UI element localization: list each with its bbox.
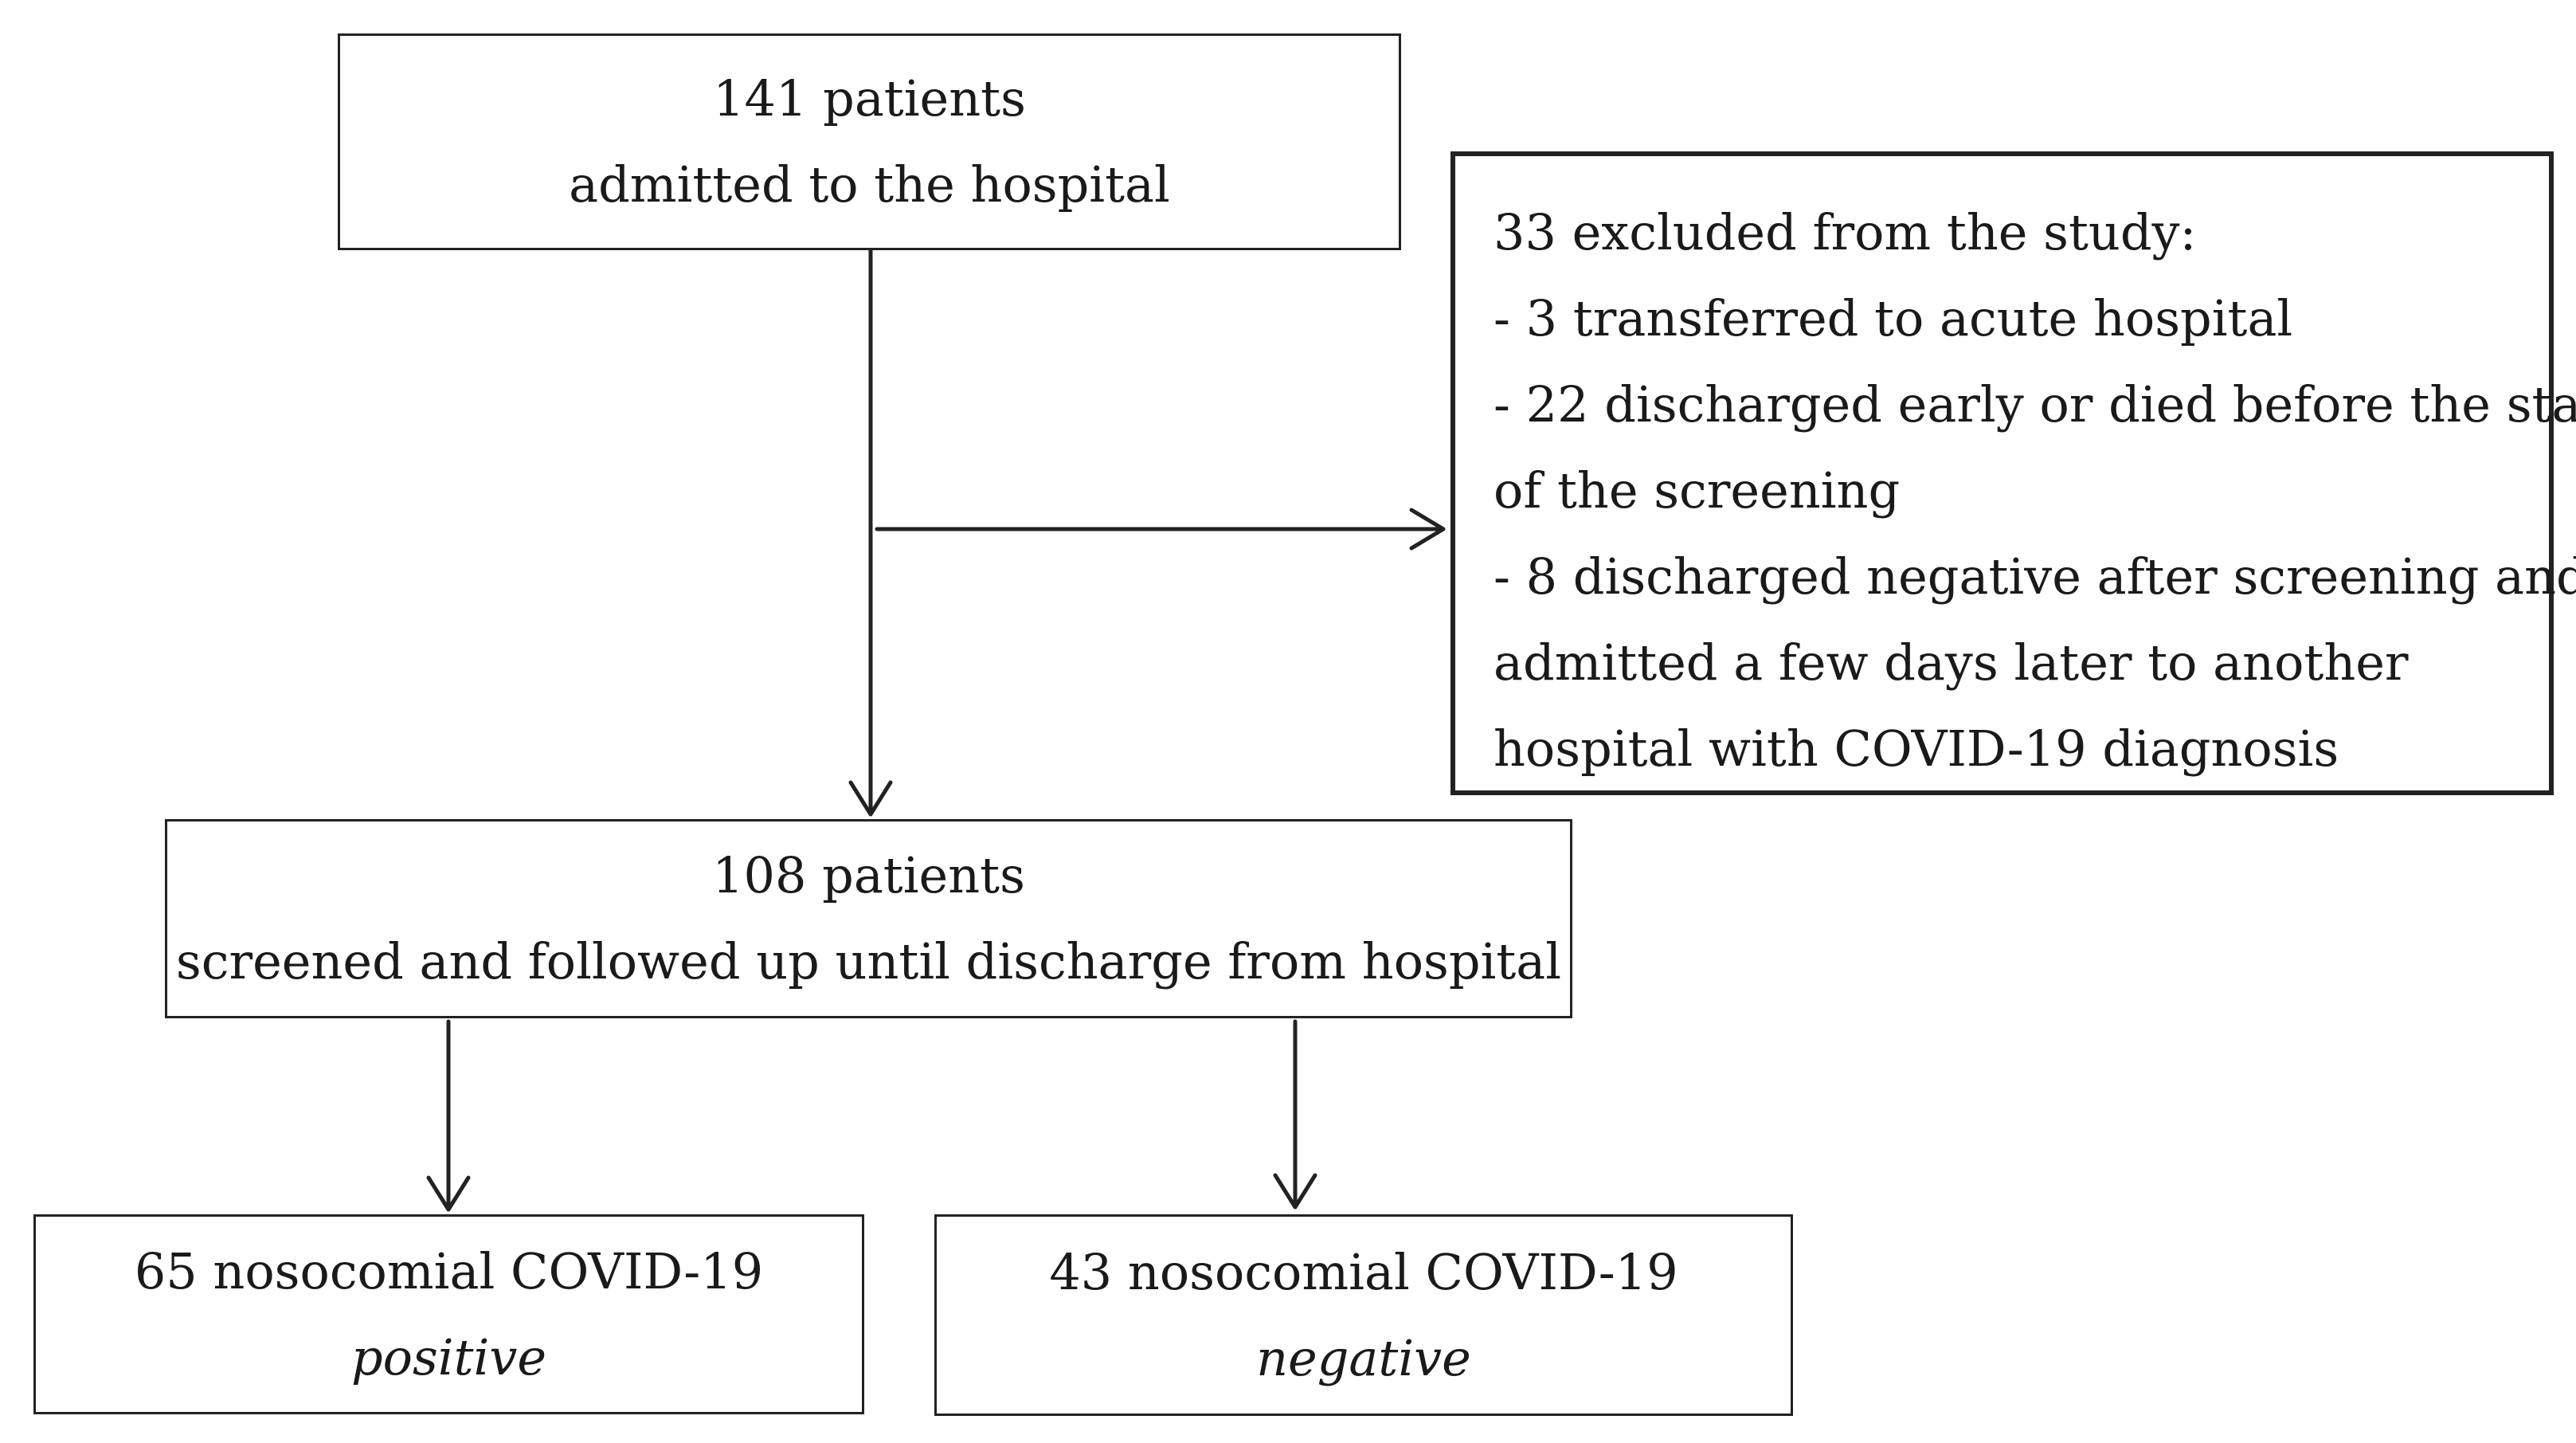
admitted-box: 141 patients admitted to the hospital: [338, 33, 1401, 250]
exclusion-box: 33 excluded from the study: - 3 transfer…: [1450, 151, 2576, 795]
exclusion-item: admitted a few days later to another: [1494, 633, 2409, 692]
exclusion-item: of the screening: [1494, 461, 1901, 520]
screened-box: 108 patients screened and followed up un…: [165, 819, 1572, 1018]
negative-label: negative: [1256, 1328, 1471, 1387]
exclusion-item: hospital with COVID-19 diagnosis: [1494, 720, 2339, 778]
exclusion-item: - 22 discharged early or died before the…: [1494, 375, 2576, 433]
screened-count: 108 patients: [712, 846, 1025, 904]
positive-count: 65 nosocomial COVID-19: [134, 1241, 764, 1300]
arrow-head-positive: [426, 1175, 471, 1212]
screened-label: screened and followed up until discharge…: [175, 932, 1562, 990]
exclusion-item: - 3 transferred to acute hospital: [1494, 289, 2293, 347]
arrow-head-exclusion: [1409, 508, 1446, 551]
negative-box: 43 nosocomial COVID-19 negative: [934, 1214, 1793, 1416]
positive-label: positive: [350, 1327, 547, 1386]
positive-box: 65 nosocomial COVID-19 positive: [33, 1214, 864, 1414]
negative-count: 43 nosocomial COVID-19: [1049, 1242, 1678, 1301]
arrow-head-negative: [1273, 1173, 1317, 1210]
arrow-head-screened: [848, 780, 893, 817]
admitted-label: admitted to the hospital: [569, 155, 1170, 214]
admitted-count: 141 patients: [713, 69, 1026, 127]
exclusion-item: - 8 discharged negative after screening …: [1494, 547, 2576, 606]
exclusion-title: 33 excluded from the study:: [1494, 203, 2197, 261]
